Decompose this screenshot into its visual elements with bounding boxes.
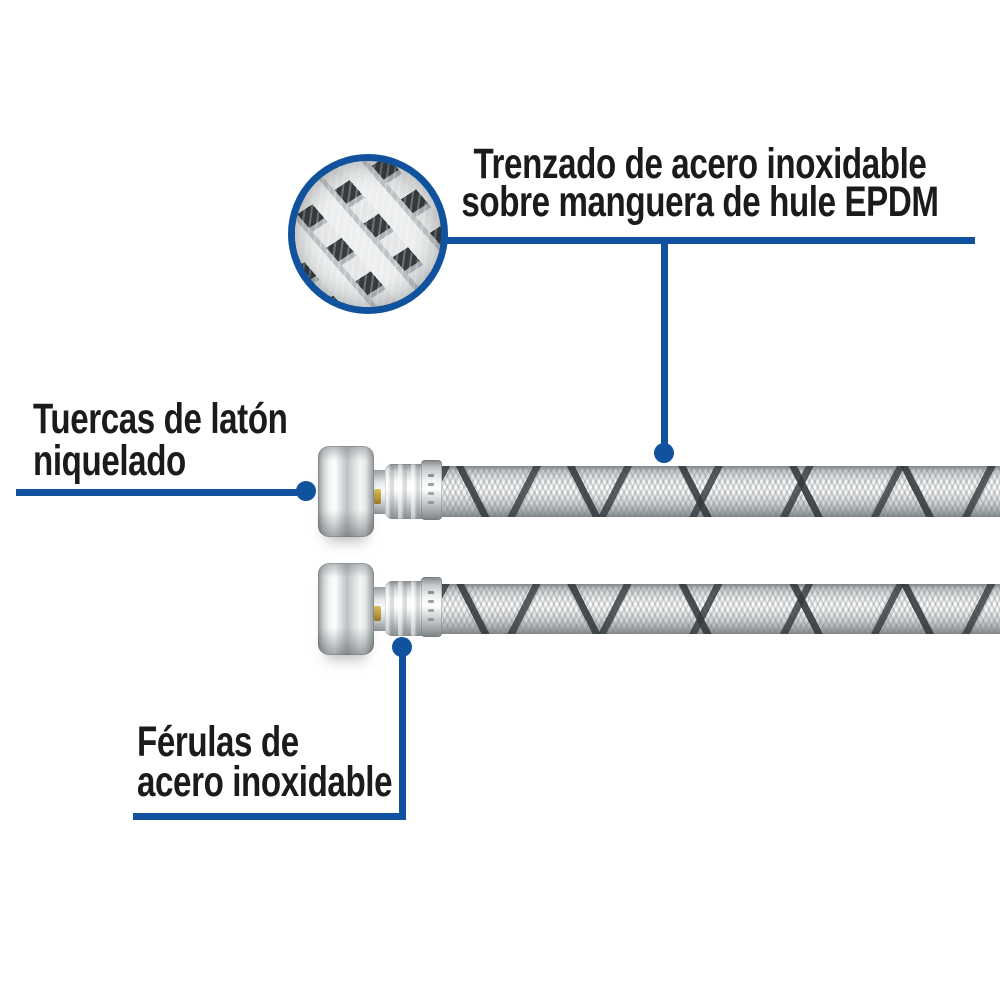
hose-lower-braided-hose: [439, 584, 1000, 634]
callout-dot-nuts: [296, 481, 316, 501]
callout-label-braid-line2: sobre manguera de hule EPDM: [461, 178, 939, 226]
callout-leader-ferrules: [399, 647, 406, 816]
hose-upper-nut: [318, 446, 374, 537]
hose-upper-brass-sliver: [374, 489, 381, 504]
hose-upper-braided-hose: [439, 466, 1000, 517]
hose-lower-ferrule-collar: [421, 577, 442, 637]
hose-upper-ferrule-collar: [421, 460, 442, 520]
braid-zoom-inset: [288, 154, 448, 314]
braid-inset-shading: [295, 161, 441, 307]
callout-label-braid-line1: Trenzado de acero inoxidable: [473, 140, 927, 188]
callout-underline-ferrules: [133, 813, 406, 820]
callout-leader-nuts: [16, 489, 297, 496]
hose-lower-nut: [318, 563, 374, 655]
callout-label-nuts-line1: Tuercas de latón: [33, 395, 288, 443]
hose-lower-brass-sliver: [374, 606, 381, 621]
callout-dot-ferrules: [392, 637, 412, 657]
callout-label-ferrules-line1: Férulas de: [137, 718, 299, 766]
callout-label-braid: Trenzado de acero inoxidable sobre mangu…: [431, 140, 970, 226]
hose-lower-ferrule: [385, 581, 423, 636]
hose-upper-ferrule: [385, 464, 423, 519]
callout-label-nuts-line2: niquelado: [33, 437, 186, 485]
callout-label-ferrules: Férulas de acero inoxidable: [137, 718, 393, 806]
callout-label-nuts: Tuercas de latón niquelado: [33, 395, 288, 485]
hose-lower-stamp-marks: [428, 591, 434, 594]
callout-underline-braid: [430, 237, 975, 244]
hose-upper-stamp-marks: [428, 474, 434, 477]
callout-label-ferrules-line2: acero inoxidable: [137, 758, 393, 806]
callout-leader-braid: [661, 237, 668, 449]
callout-dot-braid: [654, 443, 674, 463]
